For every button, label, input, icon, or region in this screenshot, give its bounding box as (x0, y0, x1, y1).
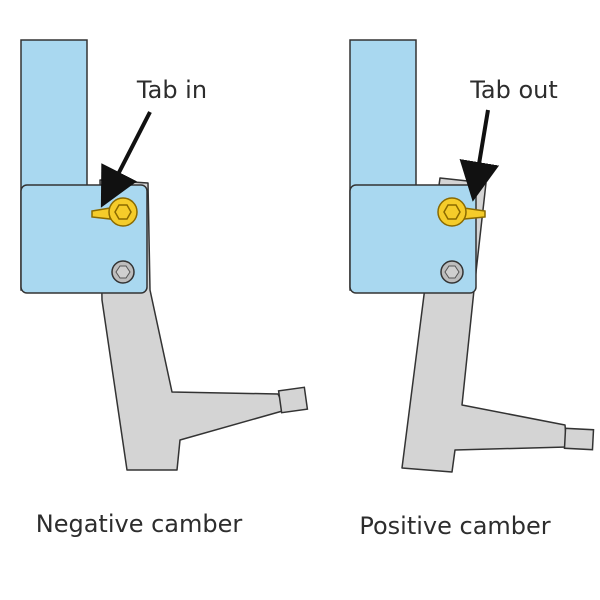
axle-stub (277, 386, 309, 414)
tab-label: Tab out (469, 76, 558, 104)
lower-bolt (111, 260, 135, 284)
pointer-arrow (100, 111, 152, 208)
hex-bolt-icon (114, 204, 132, 220)
tab-label: Tab in (136, 76, 207, 104)
hex-bolt-icon (444, 265, 460, 279)
lower-bolt (440, 260, 464, 284)
diagram-caption: Positive camber (359, 512, 550, 540)
hex-bolt-icon (115, 265, 131, 279)
diagram-caption: Negative camber (36, 510, 243, 538)
positive-camber-diagram: Tab out Positive camber (349, 39, 595, 540)
negative-camber-diagram: Tab in Negative camber (20, 39, 309, 538)
hex-bolt-icon (443, 204, 461, 220)
axle-stub (563, 427, 595, 451)
camber-bolt-tab-out (437, 197, 486, 227)
pointer-arrow (459, 109, 500, 202)
